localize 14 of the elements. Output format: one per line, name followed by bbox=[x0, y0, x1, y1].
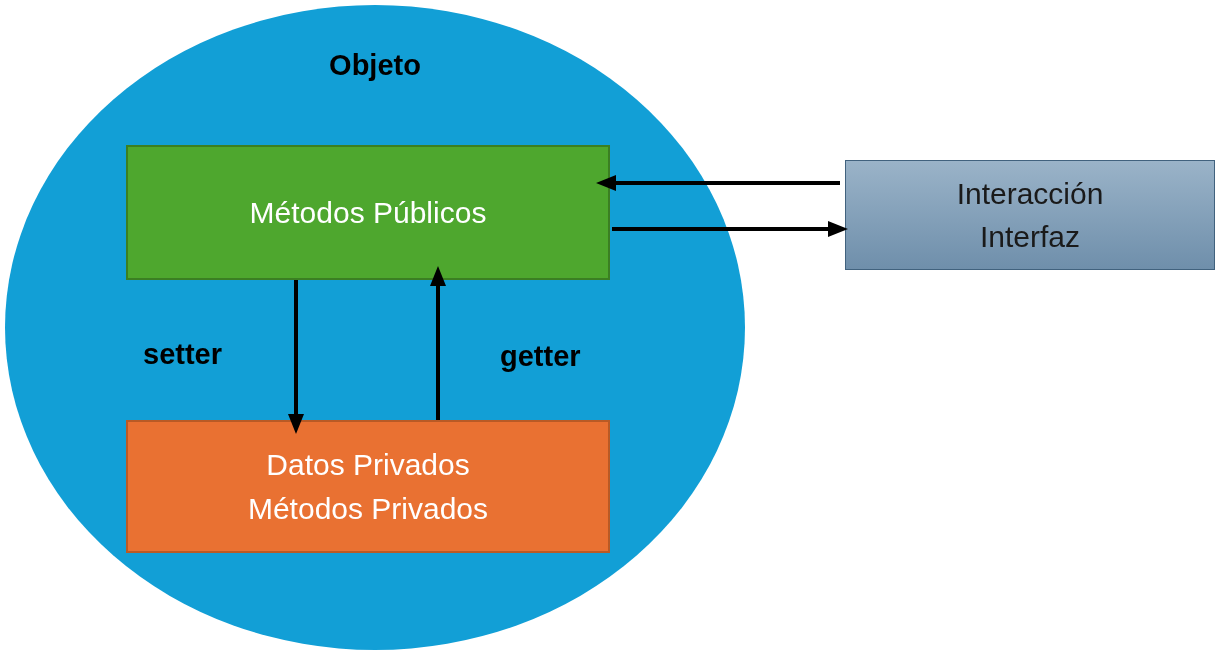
process-box bbox=[126, 145, 610, 280]
node-text: Interacción Interfaz bbox=[955, 175, 1105, 255]
process-box bbox=[126, 420, 610, 553]
node-text: Métodos Públicos bbox=[249, 194, 487, 231]
edge-label: getter bbox=[500, 339, 581, 374]
node-text: Datos Privados bbox=[266, 447, 470, 483]
arrow bbox=[612, 221, 848, 237]
node-text: Métodos Privados bbox=[247, 490, 489, 527]
arrow bbox=[430, 266, 446, 420]
edge-label: setter bbox=[143, 337, 222, 372]
arrow bbox=[288, 280, 304, 434]
process-box bbox=[845, 160, 1215, 270]
node-text: Objeto bbox=[329, 48, 421, 83]
arrow bbox=[596, 175, 840, 191]
